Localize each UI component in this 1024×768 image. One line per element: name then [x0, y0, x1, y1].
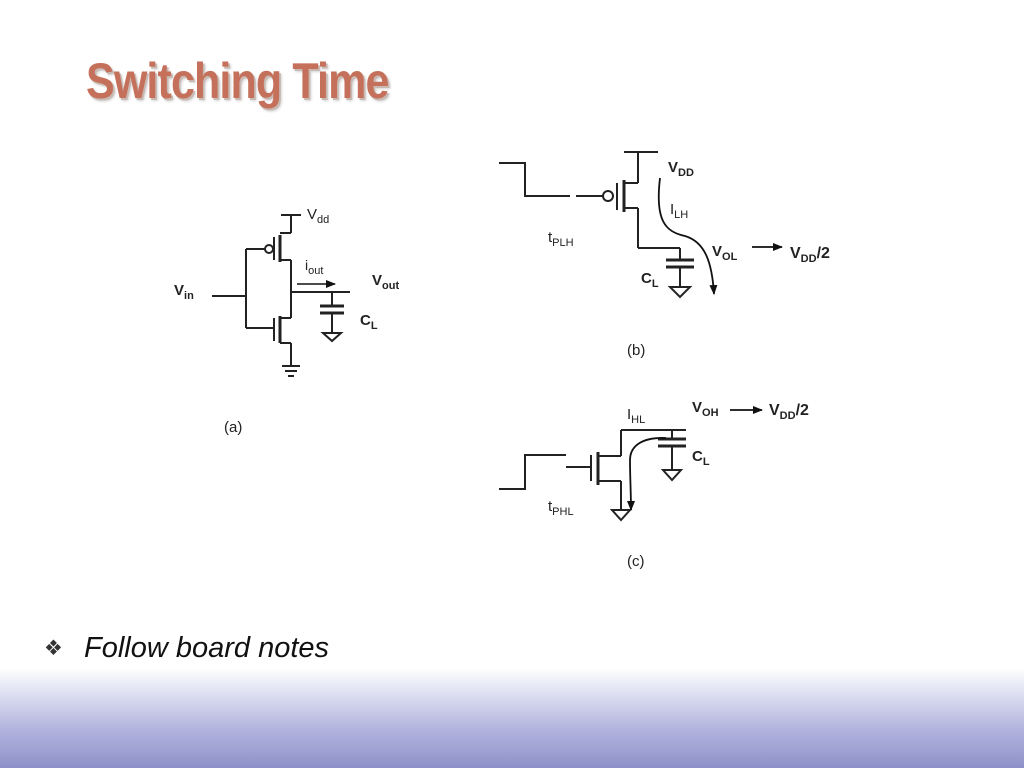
- diagram-b-pullup: [499, 151, 694, 299]
- diagram-b-caption: (b): [627, 342, 645, 359]
- diagram-a-iout-label: iout: [305, 257, 323, 277]
- diagram-a-vin-label: Vin: [174, 282, 194, 302]
- diagram-c-tphl-label: tPHL: [548, 498, 574, 518]
- diagram-c-current-path: [626, 437, 667, 511]
- bullet-text: Follow board notes: [84, 631, 330, 664]
- slide-footer-gradient: [0, 668, 1024, 768]
- diagram-c-caption: (c): [627, 553, 645, 570]
- diagram-a-vout-label: Vout: [372, 272, 399, 292]
- slide-title: Switching Time: [86, 53, 389, 109]
- diagram-b-vdd-half-label: VDD/2: [790, 245, 830, 265]
- diagram-c-ihl-label: IHL: [627, 406, 645, 426]
- diagram-b-vdd-label: VDD: [668, 159, 694, 179]
- diagram-c-pulldown: [499, 429, 686, 522]
- diagram-b-vol-label: VOL: [712, 243, 738, 263]
- diagram-a-caption: (a): [224, 419, 242, 436]
- diagram-b-current-path: [657, 177, 718, 295]
- diagram-b-tplh-label: tPLH: [548, 229, 574, 249]
- diagram-c-cl-label: CL: [692, 448, 710, 468]
- bullet-item: ❖ Follow board notes: [44, 628, 329, 668]
- diagram-a-cl-label: CL: [360, 312, 378, 332]
- diagram-a-inverter: [212, 214, 350, 377]
- diagram-c-vdd-half-label: VDD/2: [769, 402, 809, 422]
- four-diamond-bullet-icon: ❖: [44, 636, 63, 660]
- diagram-b-ilh-label: ILH: [670, 201, 688, 221]
- diagram-c-voh-label: VOH: [692, 399, 719, 419]
- diagram-a-vdd-label: Vdd: [307, 206, 329, 226]
- diagram-b-cl-label: CL: [641, 270, 659, 290]
